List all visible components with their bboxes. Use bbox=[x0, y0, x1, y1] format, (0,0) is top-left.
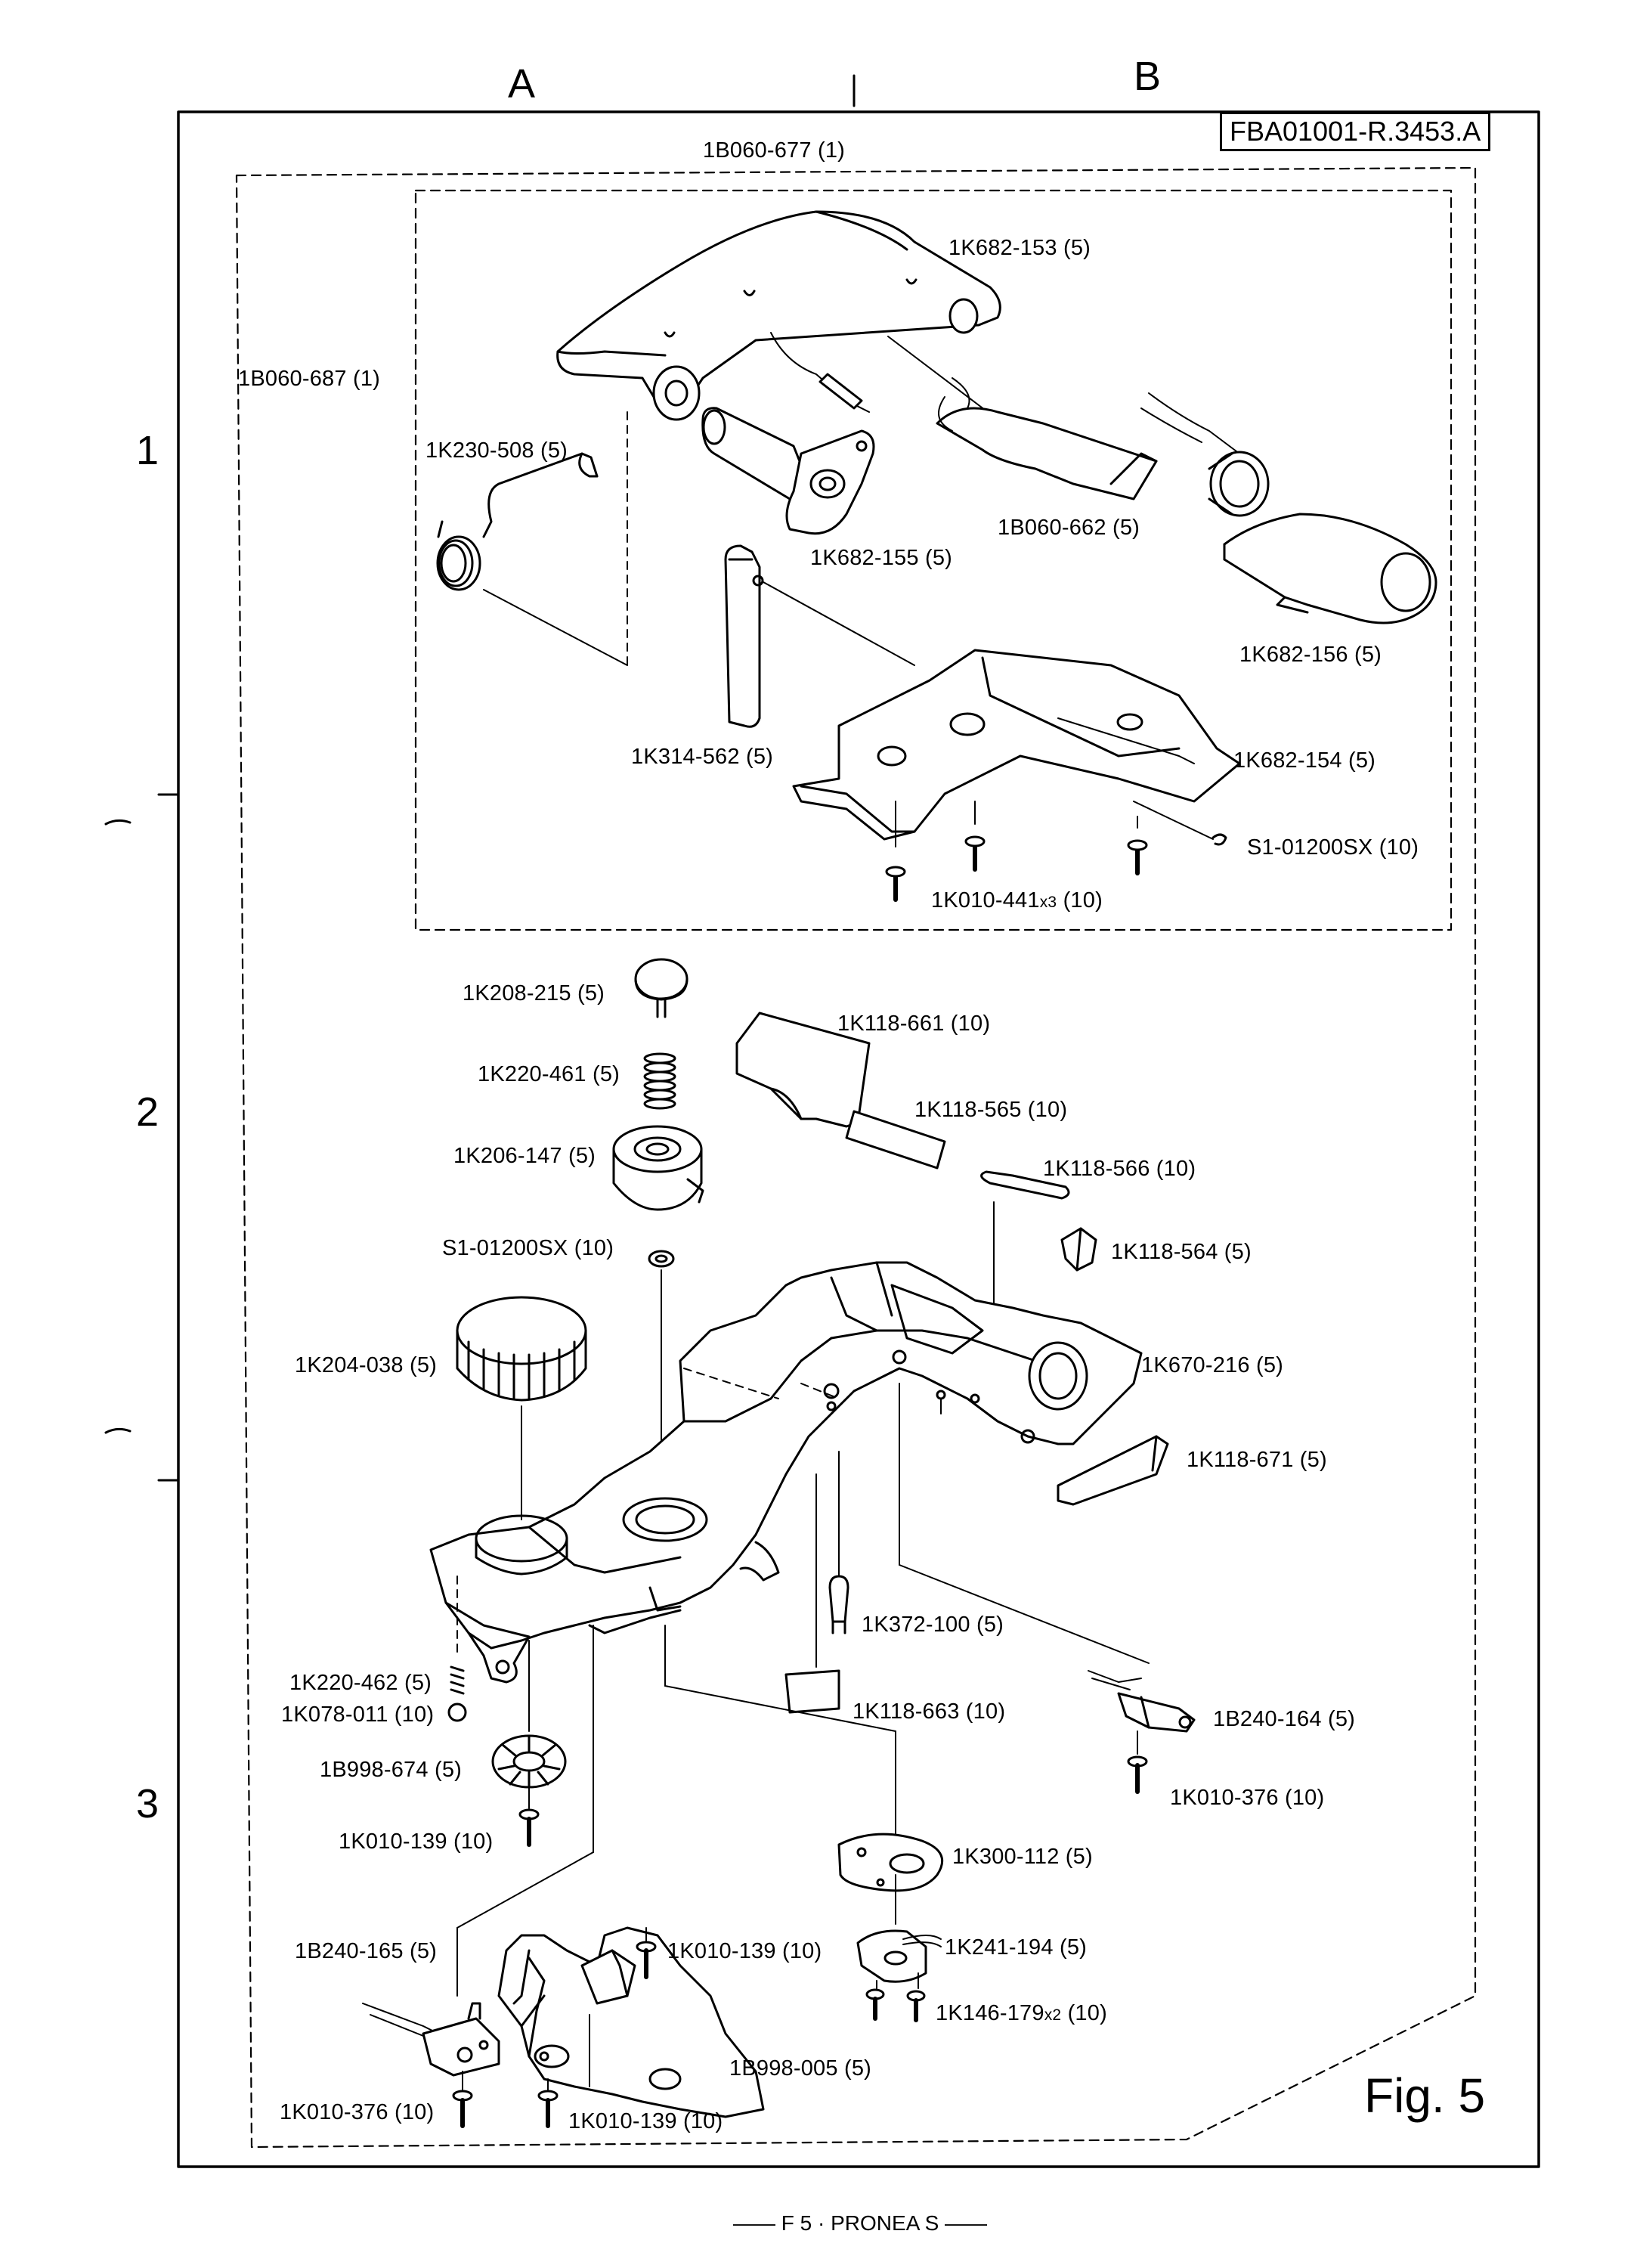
figure-label: Fig. 5 bbox=[1364, 2068, 1486, 2123]
part-label: 1K118-661 (10) bbox=[837, 1012, 991, 1036]
flash-unit-part bbox=[770, 332, 1270, 517]
assembly-label: 1B060-687 (1) bbox=[238, 367, 380, 391]
cam-lever-part bbox=[701, 407, 875, 535]
contact-switch-part bbox=[899, 1564, 1196, 1733]
row-label-1: 1 bbox=[136, 428, 159, 473]
column-label-a: A bbox=[508, 61, 536, 107]
part-label: 1K682-156 (5) bbox=[1239, 643, 1382, 667]
page-footer: —— F 5 · PRONEA S —— bbox=[733, 2211, 988, 2235]
part-label: 1K670-216 (5) bbox=[1141, 1353, 1283, 1377]
punch-mark bbox=[104, 819, 132, 826]
part-label: 1K010-139 (10) bbox=[339, 1830, 494, 1854]
screw-part bbox=[452, 1927, 657, 2128]
part-label: 1K314-562 (5) bbox=[631, 745, 773, 769]
compression-spring-part bbox=[643, 1052, 676, 1110]
part-label: 1K010-139 (10) bbox=[667, 1939, 822, 1963]
wedge-seal-part bbox=[1057, 1435, 1169, 1506]
square-seal-part bbox=[784, 1473, 840, 1714]
part-label: 1K372-100 (5) bbox=[862, 1613, 1004, 1637]
part-label: 1K682-155 (5) bbox=[810, 546, 952, 570]
torsion-spring-part bbox=[436, 452, 628, 666]
pad-part bbox=[1060, 1227, 1097, 1272]
assembly-label: 1B060-677 (1) bbox=[703, 138, 845, 163]
document-code: FBA01001-R.3453.A bbox=[1220, 112, 1491, 151]
detent-spring-part bbox=[447, 1576, 467, 1722]
screw-part bbox=[1127, 1730, 1148, 1794]
part-label: S1-01200SX (10) bbox=[442, 1236, 614, 1260]
part-label: S1-01200SX (10) bbox=[1247, 835, 1419, 860]
part-label: 1K300-112 (5) bbox=[952, 1845, 1093, 1869]
part-label: 1B240-164 (5) bbox=[1213, 1707, 1355, 1731]
switch-contact-part bbox=[362, 1625, 594, 2077]
part-label: 1K010-376 (10) bbox=[280, 2100, 435, 2124]
screw-part bbox=[865, 1988, 926, 2022]
part-label: 1B240-165 (5) bbox=[295, 1939, 437, 1963]
top-cover-part bbox=[556, 210, 1001, 666]
part-label: 1K230-508 (5) bbox=[425, 438, 568, 463]
light-seal-part bbox=[735, 1012, 1070, 1339]
release-button-part bbox=[634, 958, 689, 1018]
lever-arm-part bbox=[724, 544, 915, 728]
part-label: 1K010-441x3 (10) bbox=[931, 888, 1103, 912]
part-label: 1K118-566 (10) bbox=[1043, 1157, 1196, 1181]
punch-mark bbox=[104, 1427, 132, 1434]
part-label: 1K146-179x2 (10) bbox=[936, 2001, 1107, 2025]
part-label: 1B060-662 (5) bbox=[998, 516, 1140, 540]
part-label: 1B998-674 (5) bbox=[320, 1758, 462, 1782]
part-label: 1K118-565 (10) bbox=[914, 1098, 1068, 1122]
click-plate-part bbox=[491, 1640, 567, 1789]
part-label: 1K204-038 (5) bbox=[295, 1353, 437, 1377]
part-label: 1K682-153 (5) bbox=[948, 236, 1091, 260]
part-label: 1K118-663 (10) bbox=[853, 1699, 1006, 1724]
part-label: 1K682-154 (5) bbox=[1233, 748, 1376, 773]
row-label-2: 2 bbox=[136, 1089, 159, 1135]
part-label: 1K118-671 (5) bbox=[1187, 1448, 1327, 1472]
base-cover-part bbox=[792, 649, 1241, 841]
part-label: 1K220-462 (5) bbox=[289, 1671, 432, 1695]
reflector-cover-part bbox=[1223, 513, 1437, 624]
outer-assembly-boundary bbox=[235, 166, 1477, 2149]
main-chassis-part bbox=[429, 1261, 1143, 1684]
part-label: 1K010-376 (10) bbox=[1170, 1786, 1325, 1810]
part-label: 1K208-215 (5) bbox=[463, 981, 605, 1005]
e-ring-part bbox=[648, 1250, 675, 1268]
dial-collar-part bbox=[612, 1125, 704, 1211]
part-label: 1K118-564 (5) bbox=[1111, 1240, 1252, 1264]
screw-part bbox=[518, 1787, 540, 1847]
part-label: 1B998-005 (5) bbox=[729, 2056, 871, 2081]
brush-contact-part bbox=[856, 1929, 942, 1989]
column-label-b: B bbox=[1134, 54, 1162, 99]
base-plate-part bbox=[497, 1926, 765, 2118]
page-frame bbox=[177, 110, 1540, 2168]
upper-assembly-boundary bbox=[414, 189, 1453, 931]
lamp-part bbox=[828, 1451, 849, 1634]
cam-disc-part bbox=[664, 1625, 944, 1925]
part-label: 1K078-011 (10) bbox=[281, 1703, 435, 1727]
row-label-3: 3 bbox=[136, 1781, 159, 1826]
part-label: 1K220-461 (5) bbox=[478, 1062, 620, 1086]
part-label: 1K241-194 (5) bbox=[945, 1935, 1087, 1960]
part-label: 1K010-139 (10) bbox=[568, 2109, 723, 2133]
control-dial-part bbox=[456, 1296, 587, 1520]
part-label: 1K206-147 (5) bbox=[453, 1144, 596, 1168]
screw-part bbox=[885, 801, 1227, 902]
